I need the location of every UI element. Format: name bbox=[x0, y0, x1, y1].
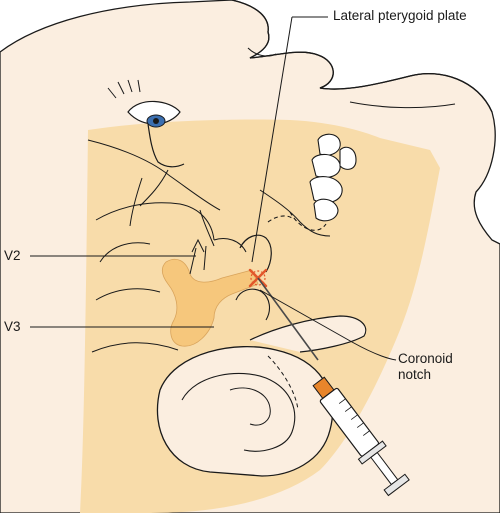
label-v3: V3 bbox=[4, 319, 21, 334]
label-v2: V2 bbox=[4, 248, 21, 263]
lips-outline bbox=[319, 72, 493, 113]
nose-outline bbox=[231, 0, 334, 89]
mouth-line bbox=[349, 101, 456, 109]
syringe bbox=[312, 376, 410, 497]
label-coronoid-notch-line1: Coronoid bbox=[398, 351, 453, 366]
skull-lines bbox=[87, 139, 331, 353]
leader-coronoid-notch bbox=[259, 289, 397, 361]
nostril bbox=[247, 47, 277, 57]
ear bbox=[156, 345, 334, 477]
label-lateral-pterygoid-plate: Lateral pterygoid plate bbox=[333, 8, 467, 23]
trigeminal-nerve bbox=[162, 238, 259, 347]
eye bbox=[107, 79, 185, 168]
needle bbox=[257, 277, 319, 361]
leader-lateral-pterygoid-plate-2 bbox=[251, 16, 293, 263]
teeth bbox=[309, 133, 357, 222]
pterygoid-plate bbox=[239, 234, 272, 273]
jaw-dashed bbox=[267, 211, 327, 231]
label-coronoid-notch-line2: notch bbox=[398, 367, 432, 382]
coronoid-process bbox=[235, 288, 271, 321]
mandible bbox=[249, 315, 367, 353]
label-coronoid-notch: Coronoid notch bbox=[398, 351, 453, 383]
